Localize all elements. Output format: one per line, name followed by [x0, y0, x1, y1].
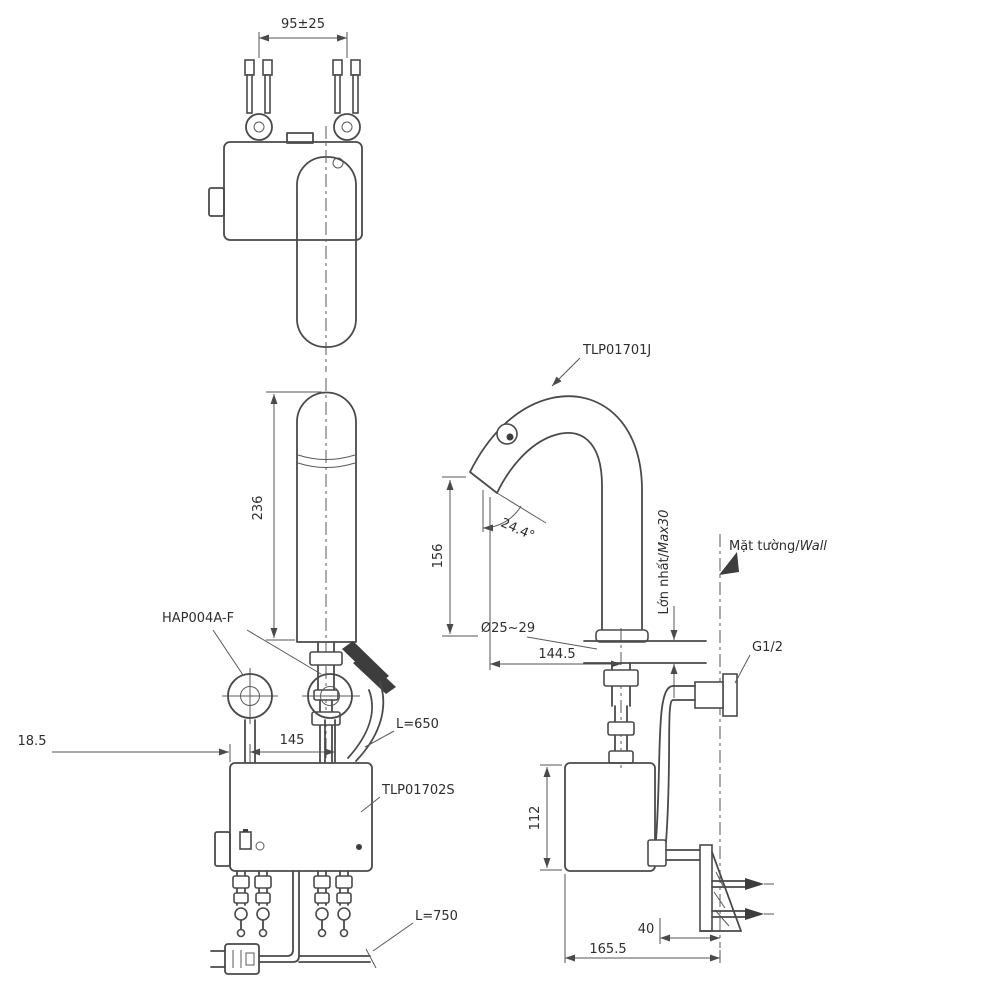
- controller-box-side: [564, 750, 701, 872]
- dimension-offsets: 18.5 145: [18, 733, 336, 763]
- gooseneck-spout: [469, 395, 649, 768]
- hose-connector: [313, 870, 331, 938]
- dim-145-label: 145: [280, 733, 305, 748]
- counter-deck: [583, 640, 707, 664]
- view-top: 95±25: [208, 17, 363, 372]
- wall-bracket: [699, 844, 774, 932]
- dimension-box-height: 112: [528, 764, 562, 871]
- supply-hoses: [232, 870, 353, 938]
- dim-156-label: 156: [431, 544, 446, 569]
- mounting-bolts-top: [244, 59, 361, 141]
- view-front: 236 L=650: [18, 378, 458, 975]
- controller-box-front: [214, 762, 373, 872]
- mounting-nuts: [222, 668, 360, 763]
- spout-front: [296, 378, 357, 760]
- hose-connector: [232, 870, 250, 938]
- wall-label: Mặt tường/Wall: [729, 539, 827, 554]
- hap004af-label: HAP004A-F: [162, 611, 234, 626]
- dimension-spout-height: 236: [251, 391, 322, 641]
- dimension-box-to-wall: 165.5: [564, 874, 721, 963]
- label-hap004af: HAP004A-F: [162, 611, 322, 676]
- dim-1655-label: 165.5: [589, 942, 626, 957]
- dimension-wall-offset: 40: [638, 918, 720, 944]
- dim-hole-label: Ø25~29: [481, 621, 535, 636]
- dimension-hole: Ø25~29: [481, 621, 598, 650]
- hose-650-label: L=650: [396, 717, 439, 732]
- dim-112-label: 112: [528, 806, 543, 831]
- wall-supply: [655, 673, 738, 843]
- label-tlp01701j: TLP01701J: [551, 343, 651, 387]
- tlp01702s-label: TLP01702S: [381, 783, 455, 798]
- faucet-base-top: [208, 126, 363, 372]
- label-cable-750: L=750: [372, 909, 458, 952]
- hose-connector: [254, 870, 272, 938]
- cable-750-label: L=750: [415, 909, 458, 924]
- dim-1445-label: 144.5: [538, 647, 575, 662]
- max30-label: Lớn nhất/Max30: [657, 510, 672, 615]
- shank-side: [603, 662, 639, 762]
- dimension-deck-thickness: Lớn nhất/Max30: [657, 510, 678, 698]
- dim-236-label: 236: [251, 496, 266, 521]
- label-tlp01702s: TLP01702S: [360, 783, 455, 813]
- hose-connector: [335, 870, 353, 938]
- wall-line: Mặt tường/Wall: [719, 534, 827, 948]
- dimension-angle: 24.4°: [482, 490, 547, 544]
- view-side: TLP01701J 156 24.4° Ø25~29 144.5: [431, 343, 827, 963]
- dimension-reach: 144.5: [489, 497, 621, 670]
- g12-label: G1/2: [752, 640, 783, 655]
- spout-shank: [309, 641, 396, 763]
- dim-angle-label: 24.4°: [498, 516, 536, 544]
- tlp01701j-label: TLP01701J: [582, 343, 651, 358]
- label-hose-650: L=650: [364, 717, 439, 748]
- dim-95-label: 95±25: [281, 17, 325, 32]
- dimension-bolt-spacing: 95±25: [258, 17, 348, 58]
- label-g12: G1/2: [734, 640, 783, 684]
- dim-40-label: 40: [638, 922, 655, 937]
- dimension-outlet-height: 156: [431, 476, 478, 637]
- dim-185-label: 18.5: [18, 734, 47, 749]
- power-cable: [258, 870, 377, 969]
- power-plug: [210, 943, 260, 975]
